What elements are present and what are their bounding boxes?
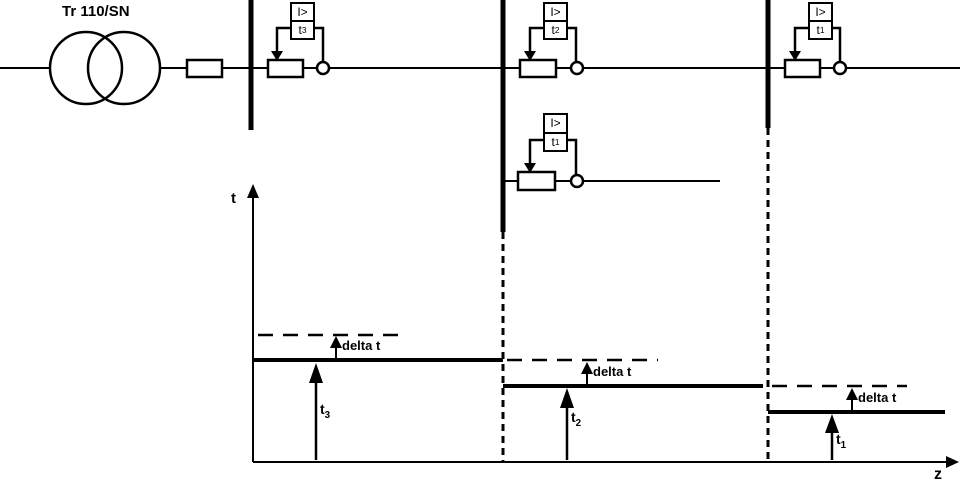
breaker-t1	[783, 58, 822, 79]
t3-value-label: t3	[320, 401, 331, 421]
distance-axis	[253, 456, 959, 468]
delta-t-label-2: delta t	[593, 364, 632, 379]
time-value-arrows	[309, 363, 839, 460]
t2-arrow-icon	[560, 388, 574, 408]
relay-t2-wiring	[524, 26, 578, 63]
delta-t-arrow-icon	[846, 388, 858, 400]
t1-arrow-icon	[825, 414, 839, 433]
disconnector-t1-feeder	[569, 173, 585, 189]
distance-axis-label: z	[934, 466, 942, 483]
t3-arrow-icon	[309, 363, 323, 383]
step-lines	[252, 358, 945, 414]
t2-value-label: t2	[571, 409, 582, 429]
relay-function-label: I>	[815, 5, 826, 19]
delta-t-label-3: delta t	[858, 390, 897, 405]
breaker-t1-feeder	[516, 170, 557, 192]
axis-arrow-right-icon	[946, 456, 959, 468]
relay-function-label: I>	[550, 116, 561, 131]
disconnector-t1	[832, 60, 848, 76]
circuit-breakers	[185, 58, 822, 192]
relay-t1-wiring	[789, 26, 842, 63]
time-axis-label: t	[231, 190, 236, 207]
relay-t3-wiring	[271, 26, 325, 63]
relay-function-label: I>	[550, 5, 561, 19]
t1-value-label: t1	[836, 431, 847, 451]
disconnector-circles	[315, 60, 848, 189]
time-axis	[247, 184, 259, 462]
delta-t-arrow-icon	[330, 336, 342, 348]
delta-t-arrows	[330, 336, 858, 411]
breaker-t2	[518, 58, 558, 79]
disconnector-t3	[315, 60, 331, 76]
breaker-t3	[266, 58, 305, 79]
delta-t-label-1: delta t	[342, 338, 381, 353]
transformer-label: Tr 110/SN	[62, 3, 130, 20]
disconnector-t2	[569, 60, 585, 76]
trip-arrow-icon	[524, 51, 536, 61]
trip-arrow-icon	[789, 51, 801, 61]
relay-t1-feeder-wiring	[524, 138, 578, 176]
transformer-symbol	[48, 30, 162, 106]
relay-function-label: I>	[297, 5, 308, 19]
trip-arrow-icon	[271, 51, 283, 61]
axis-arrow-up-icon	[247, 184, 259, 198]
delta-t-dashed-lines	[258, 333, 907, 388]
breaker-incomer	[185, 58, 224, 79]
trip-arrow-icon	[524, 163, 536, 173]
delta-t-arrow-icon	[581, 362, 593, 374]
